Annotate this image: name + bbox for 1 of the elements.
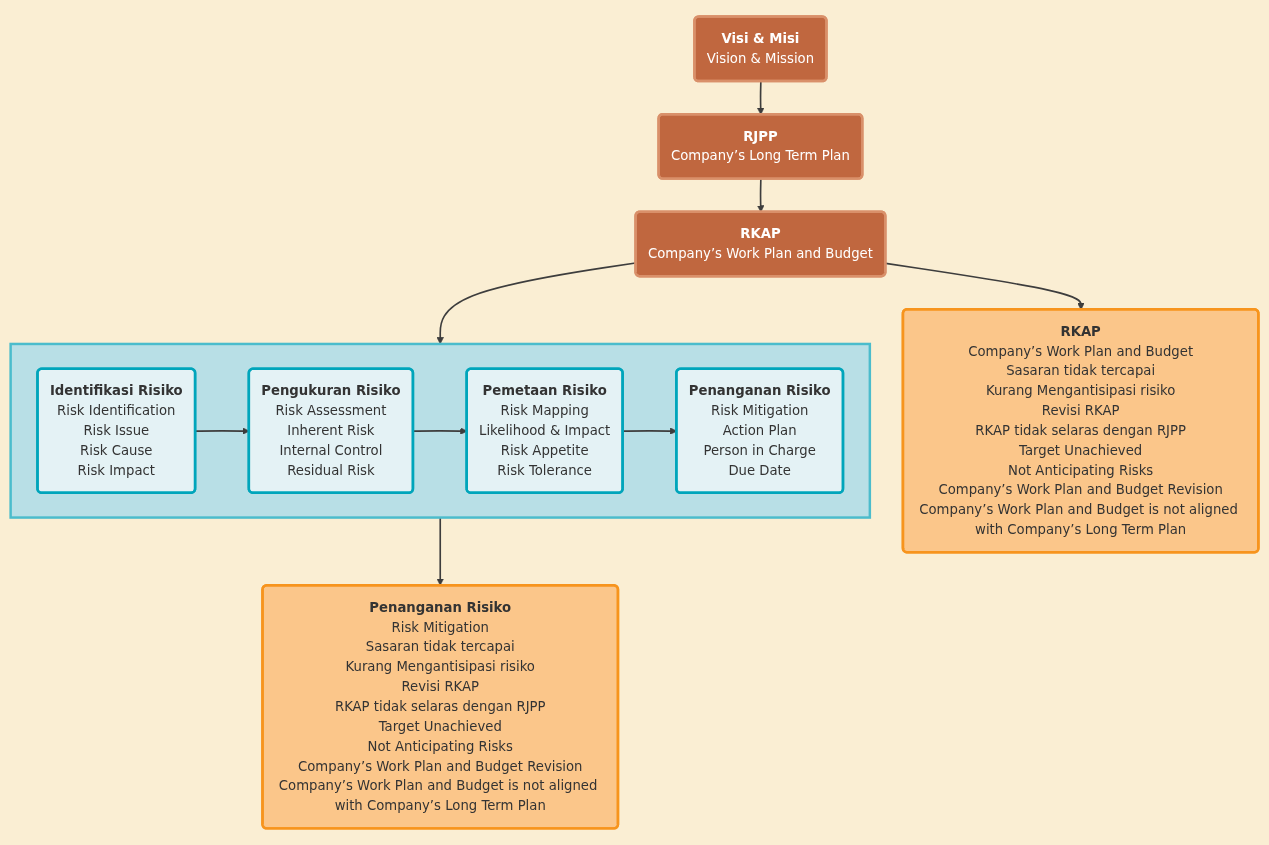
cluster: [9, 342, 872, 519]
